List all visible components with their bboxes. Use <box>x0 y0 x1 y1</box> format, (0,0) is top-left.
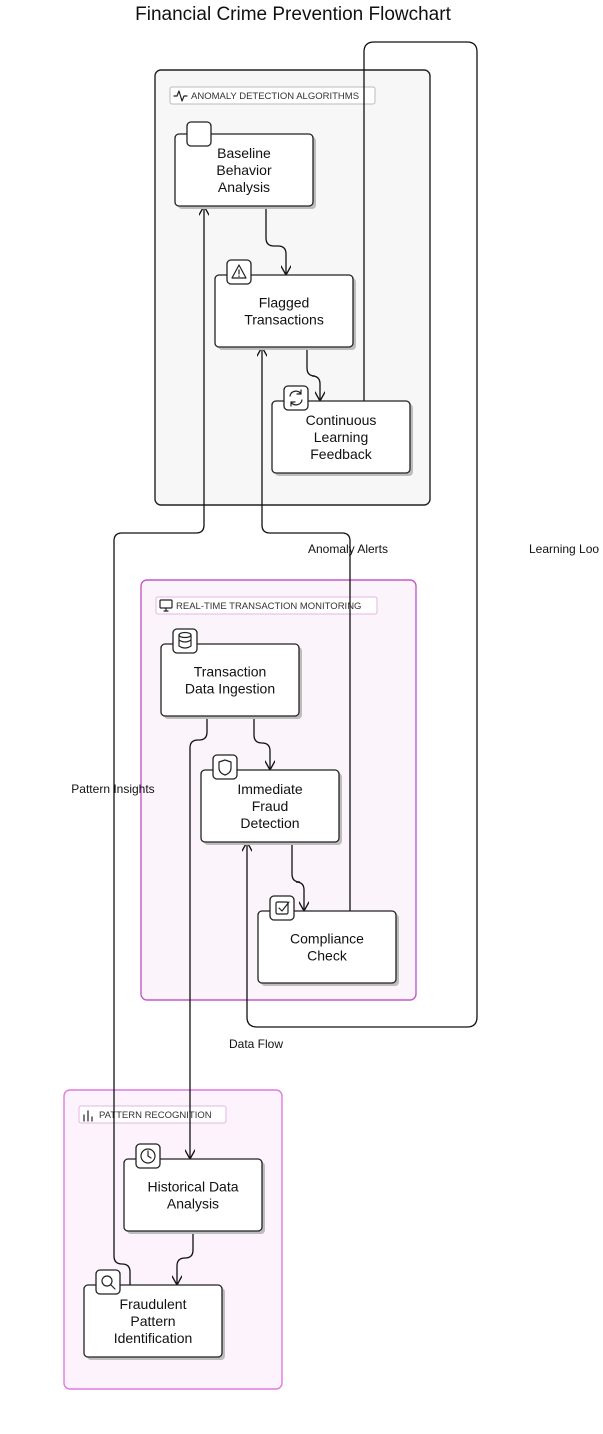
group-label: PATTERN RECOGNITION <box>99 1110 212 1121</box>
node-label-line: Analysis <box>218 179 270 195</box>
node-label-line: Feedback <box>310 446 372 462</box>
node-label-line: Learning <box>314 429 369 445</box>
node-label-line: Behavior <box>216 162 272 178</box>
edge-label-learning-loop: Learning Loo <box>529 542 599 556</box>
node-label-line: Transactions <box>244 312 324 328</box>
edge-baseline-to-flagged <box>265 206 286 275</box>
edge-feedback-to-immediate <box>247 41 478 1028</box>
edge-compliance-to-flagged <box>262 347 351 911</box>
group-label-box <box>169 86 376 105</box>
checkbox-icon <box>269 895 295 921</box>
node-label-line: Fraudulent <box>120 1296 187 1312</box>
edge-immediate-to-compliance <box>291 842 304 911</box>
node-icons <box>95 121 309 1295</box>
monitor-icon <box>159 599 173 612</box>
nodes: BaselineBehaviorAnalysisFlaggedTransacti… <box>83 133 413 1360</box>
edge-ingestion-to-historical <box>190 716 208 1159</box>
node-label-line: Immediate <box>237 781 303 797</box>
page-title: Financial Crime Prevention Flowchart <box>135 4 451 25</box>
edge-label-anomaly-alerts: Anomaly Alerts <box>308 542 388 556</box>
node-label-line: Flagged <box>259 295 310 311</box>
group-label-box <box>78 1105 227 1124</box>
search-icon <box>95 1269 121 1295</box>
node-label-line: Detection <box>240 815 299 831</box>
bar-chart-icon <box>83 1110 93 1122</box>
edge-historical-to-fraudulent <box>177 1231 194 1285</box>
shield-icon <box>212 754 238 780</box>
activity-icon <box>173 90 188 102</box>
node-label-line: Data Ingestion <box>185 681 275 697</box>
edge-fraudulent-to-baseline <box>113 206 204 1285</box>
edge-ingestion-to-immediate <box>253 716 270 770</box>
group-label-box <box>155 596 378 615</box>
node-label-line: Transaction <box>194 664 267 680</box>
node-label-line: Identification <box>114 1330 193 1346</box>
edges <box>113 41 478 1285</box>
node-label-line: Continuous <box>306 412 377 428</box>
node-label-line: Analysis <box>167 1196 219 1212</box>
refresh-icon <box>283 385 309 411</box>
node-label-line: Baseline <box>217 145 271 161</box>
node-box <box>200 769 340 843</box>
node-label-line: Fraud <box>252 798 289 814</box>
node-box <box>83 1284 223 1358</box>
edge-labels: Anomaly Alerts Learning Loo Pattern Insi… <box>71 542 599 1051</box>
node-box <box>271 400 411 474</box>
node-label-line: Pattern <box>130 1313 175 1329</box>
node-box <box>214 274 354 348</box>
node-label-line: Historical Data <box>147 1179 238 1195</box>
group-label: ANOMALY DETECTION ALGORITHMS <box>191 91 359 102</box>
warning-icon <box>226 259 252 285</box>
blank-icon <box>186 121 212 147</box>
node-label-line: Check <box>307 948 348 964</box>
node-box <box>174 133 314 207</box>
node-box <box>257 910 397 984</box>
edge-flagged-to-feedback <box>306 347 320 401</box>
node-label-line: Compliance <box>290 931 364 947</box>
node-box <box>123 1158 263 1232</box>
edge-label-data-flow: Data Flow <box>229 1037 283 1051</box>
edge-label-pattern-insights: Pattern Insights <box>71 782 154 796</box>
node-box <box>160 643 300 717</box>
group-label: REAL-TIME TRANSACTION MONITORING <box>176 601 361 612</box>
clock-icon <box>135 1143 161 1169</box>
database-icon <box>172 628 198 654</box>
